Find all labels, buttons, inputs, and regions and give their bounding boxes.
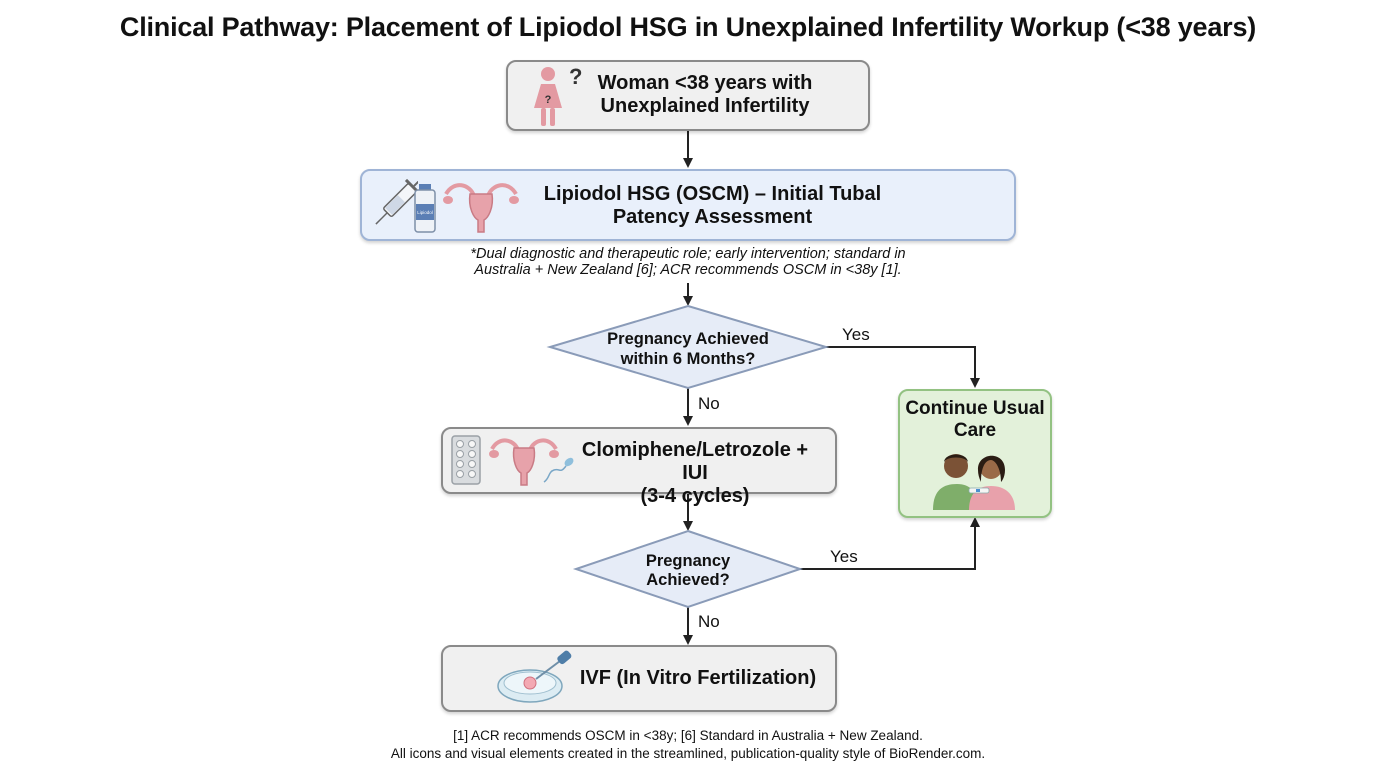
- petri-dish-icon: [497, 650, 572, 703]
- hsg-node-label: Lipiodol HSG (OSCM) – Initial Tubal Pate…: [520, 183, 905, 229]
- decision1-line2: within 6 Months?: [620, 350, 756, 368]
- decision1-no-label: No: [698, 394, 720, 413]
- decision1-line1: Pregnancy Achieved: [607, 330, 769, 348]
- svg-text:Lipiodol: Lipiodol: [417, 210, 433, 215]
- ivf-node-label: IVF (In Vitro Fertilization): [579, 667, 817, 689]
- hsg-line1: Lipiodol HSG (OSCM) – Initial Tubal: [543, 183, 882, 205]
- decision2-line1: Pregnancy: [646, 552, 731, 570]
- start-line2: Unexplained Infertility: [600, 95, 810, 117]
- couple-icon: [933, 454, 1015, 510]
- svg-text:?: ?: [545, 94, 552, 106]
- start-node-label: Woman <38 years with Unexplained Inferti…: [580, 72, 830, 118]
- woman-question-icon: ? ?: [534, 64, 582, 126]
- start-line1: Woman <38 years with: [597, 72, 813, 94]
- svg-text:?: ?: [569, 64, 582, 89]
- hsg-note-line1: *Dual diagnostic and therapeutic role; e…: [470, 246, 906, 262]
- decision2-no-label: No: [698, 612, 720, 631]
- decision1-yes-label: Yes: [842, 325, 870, 344]
- vial-icon: Lipiodol: [414, 184, 436, 233]
- sperm-icon: [543, 457, 574, 483]
- decision2-yes-label: Yes: [830, 547, 858, 566]
- hsg-line2: Patency Assessment: [612, 206, 813, 228]
- footer-credit: All icons and visual elements created in…: [390, 746, 986, 761]
- iui-line2: (3-4 cycles): [640, 485, 750, 507]
- hsg-note-line2: Australia + New Zealand [6]; ACR recomme…: [474, 262, 902, 278]
- page-title: Clinical Pathway: Placement of Lipiodol …: [119, 12, 1257, 42]
- hsg-footnote: *Dual diagnostic and therapeutic role; e…: [0, 246, 1376, 278]
- continue-line1: Continue Usual: [905, 398, 1045, 419]
- uterus-icon: [489, 438, 559, 486]
- continue-care-label: Continue Usual Care: [898, 398, 1052, 442]
- iui-node-label: Clomiphene/Letrozole + IUI (3-4 cycles): [575, 439, 815, 508]
- iui-node: [441, 427, 837, 494]
- decision-diamond-2: [572, 529, 804, 609]
- uterus-icon: [443, 183, 519, 233]
- start-node: [506, 60, 870, 131]
- continue-line2: Care: [953, 420, 997, 441]
- footer-references: [1] ACR recommends OSCM in <38y; [6] Sta…: [453, 728, 923, 743]
- iui-line1: Clomiphene/Letrozole + IUI: [581, 439, 809, 484]
- pill-pack-icon: [451, 435, 481, 485]
- footer: [1] ACR recommends OSCM in <38y; [6] Sta…: [0, 727, 1376, 763]
- decision2-line2: Achieved?: [646, 571, 729, 589]
- arrow-decision2-yes: [800, 517, 980, 570]
- decision-diamond-1: [546, 304, 830, 390]
- arrow-decision1-yes: [826, 346, 980, 388]
